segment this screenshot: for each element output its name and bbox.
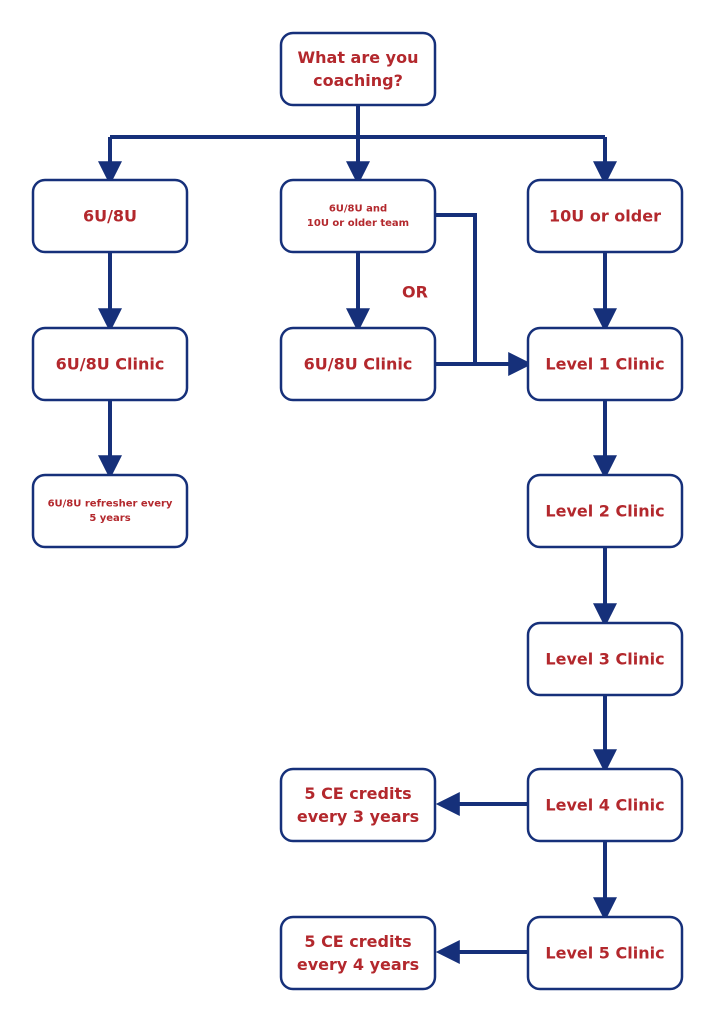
- node-6u8u-clinic-left: 6U/8U Clinic: [31, 326, 189, 402]
- or-label: OR: [402, 283, 428, 302]
- node-label: Level 2 Clinic: [545, 502, 664, 521]
- node-box: [279, 178, 437, 254]
- node-level-3-clinic: Level 3 Clinic: [526, 621, 684, 697]
- node-label: 5 CE credits: [304, 932, 411, 951]
- edges: [98, 105, 617, 964]
- arrow-both-to-level1-route: [435, 213, 477, 364]
- node-level-5-clinic: Level 5 Clinic: [526, 915, 684, 991]
- node-label: 10U or older: [549, 207, 661, 226]
- node-label: Level 3 Clinic: [545, 650, 664, 669]
- node-6u8u-clinic-middle: 6U/8U Clinic: [279, 326, 437, 402]
- node-6u8u: 6U/8U: [31, 178, 189, 254]
- node-what-are-you-coaching: What are you coaching?: [279, 31, 437, 107]
- node-box: [526, 767, 684, 843]
- node-label: What are you: [298, 48, 419, 67]
- node-level-2-clinic: Level 2 Clinic: [526, 473, 684, 549]
- node-10u-or-older: 10U or older: [526, 178, 684, 254]
- node-6u8u-refresher: 6U/8U refresher every 5 years: [31, 473, 189, 549]
- node-label: 10U or older team: [307, 218, 409, 229]
- node-label: Level 1 Clinic: [545, 355, 664, 374]
- node-label: Level 4 Clinic: [545, 796, 664, 815]
- node-label: Level 5 Clinic: [545, 944, 664, 963]
- node-box: [31, 178, 189, 254]
- node-level-4-clinic: Level 4 Clinic: [526, 767, 684, 843]
- node-box: [279, 326, 437, 402]
- node-label: every 3 years: [297, 807, 419, 826]
- node-box: [526, 915, 684, 991]
- node-label: 6U/8U: [83, 207, 137, 226]
- node-box: [526, 178, 684, 254]
- node-label: every 4 years: [297, 955, 419, 974]
- node-box: [526, 473, 684, 549]
- node-level-1-clinic: Level 1 Clinic: [526, 326, 684, 402]
- node-box: [31, 326, 189, 402]
- node-ce-credits-every-4-years: 5 CE credits every 4 years: [279, 915, 437, 991]
- node-label: 6U/8U Clinic: [304, 355, 413, 374]
- nodes: What are you coaching? 6U/8U 6U/8U and 10U…: [31, 31, 684, 991]
- node-box: [31, 473, 189, 549]
- node-box: [279, 915, 437, 991]
- node-ce-credits-every-3-years: 5 CE credits every 3 years: [279, 767, 437, 843]
- node-label: 5 CE credits: [304, 784, 411, 803]
- node-label: 6U/8U refresher every: [48, 498, 173, 509]
- node-label: 6U/8U and: [329, 203, 387, 214]
- node-label: 6U/8U Clinic: [56, 355, 165, 374]
- node-box: [279, 767, 437, 843]
- node-label: 5 years: [89, 513, 130, 524]
- node-6u8u-and-10u-or-older-team: 6U/8U and 10U or older team: [279, 178, 437, 254]
- node-box: [526, 621, 684, 697]
- node-box: [279, 31, 437, 107]
- node-box: [526, 326, 684, 402]
- node-label: coaching?: [313, 71, 403, 90]
